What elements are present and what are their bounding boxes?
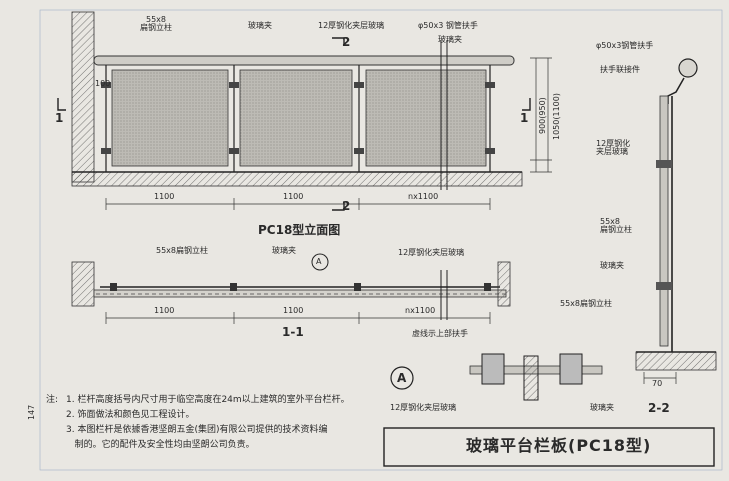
height-dim-3: 100 xyxy=(95,79,111,88)
clamp xyxy=(354,82,364,88)
clamp xyxy=(101,148,111,154)
floor-slab xyxy=(71,171,523,187)
detail-a-label-post: 55x8扁钢立柱 xyxy=(560,299,613,308)
detail-a-label-glass: 12厚钢化夹层玻璃 xyxy=(390,403,457,412)
note-2: 2. 饰面做法和颜色见工程设计。 xyxy=(66,410,195,420)
detail-a-clamp xyxy=(481,353,505,385)
handrail-section xyxy=(678,58,698,78)
plan-marker-a: A xyxy=(316,257,322,266)
elevation-title: PC18型立面图 xyxy=(258,223,341,237)
section-floor xyxy=(635,351,717,371)
height-dim-2: 900(950) xyxy=(538,97,547,134)
label-glass: 12厚钢化夹层玻璃 xyxy=(318,21,385,30)
glass-panel xyxy=(365,69,487,167)
plan-label-post: 55x8扁钢立柱 xyxy=(156,246,209,255)
dim-2: 1100 xyxy=(283,192,304,201)
section-mark-1r: 1 xyxy=(520,111,529,125)
detail-marker-a xyxy=(311,253,329,271)
plan-title: 1-1 xyxy=(282,325,304,339)
s22-dim: 70 xyxy=(652,379,663,388)
plan-label-dashed: 虚线示上部扶手 xyxy=(412,329,468,338)
clamp xyxy=(229,148,239,154)
detail-a-label-clamp: 玻璃夹 xyxy=(590,403,614,412)
plan-wall xyxy=(71,261,95,307)
note-4: 制的。它的配件及安全性均由坚朗公司负责。 xyxy=(66,440,255,450)
label-handrail: φ50x3 钢管扶手 xyxy=(418,21,478,30)
plan-post xyxy=(110,283,117,291)
detail-a-marker: A xyxy=(397,371,407,385)
detail-a-clamp xyxy=(559,353,583,385)
height-dim-1: 1050(1100) xyxy=(552,93,561,140)
plan-dim-3: nx1100 xyxy=(405,306,436,315)
section-glass xyxy=(659,95,669,347)
notes-prefix: 注: xyxy=(46,395,59,405)
label-post: 55x8 扁钢立柱 xyxy=(140,15,172,32)
s22-label-connector: 扶手联接件 xyxy=(600,65,640,74)
plan-wall xyxy=(497,261,511,307)
section-2-2 xyxy=(635,58,717,384)
plan-post xyxy=(354,283,361,291)
s22-label-handrail: φ50x3钢管扶手 xyxy=(596,41,654,50)
section-mark-1l: 1 xyxy=(55,111,64,125)
clamp xyxy=(229,82,239,88)
note-3: 3. 本图栏杆是依據香港坚朗五金(集团)有限公司提供的技术资料编 xyxy=(66,425,328,435)
left-wall xyxy=(71,11,95,183)
plan-post xyxy=(230,283,237,291)
title-block-text: 玻璃平台栏板(PC18型) xyxy=(466,436,652,455)
section-mark-2t: 2 xyxy=(342,35,351,49)
label-clamp: 玻璃夹 xyxy=(248,21,272,30)
clamp xyxy=(354,148,364,154)
label-clamp-2: 玻璃夹 xyxy=(438,35,462,44)
page-number: 147 xyxy=(27,404,36,420)
plan-dim-2: 1100 xyxy=(283,306,304,315)
s22-label-glass: 12厚钢化 夹层玻璃 xyxy=(596,139,631,156)
plan-dim-1: 1100 xyxy=(154,306,175,315)
handrail-bar xyxy=(93,55,515,66)
note-1: 1. 栏杆高度括号内尺寸用于临空高度在24m以上建筑的室外平台栏杆。 xyxy=(66,395,350,405)
plan-slab xyxy=(93,289,507,298)
detail-a xyxy=(390,353,603,401)
glass-panel xyxy=(111,69,229,167)
dim-3: nx1100 xyxy=(408,192,439,201)
plan-label-clamp: 玻璃夹 xyxy=(272,246,296,255)
clamp xyxy=(101,82,111,88)
title-block xyxy=(383,427,715,467)
s22-title: 2-2 xyxy=(648,401,670,415)
s22-label-post: 55x8 扁钢立柱 xyxy=(600,217,632,234)
detail-marker-a-large xyxy=(390,366,414,390)
plan-post xyxy=(484,283,491,291)
s22-label-clamp: 玻璃夹 xyxy=(600,261,624,270)
glass-panel xyxy=(239,69,353,167)
clamp xyxy=(485,82,495,88)
detail-a-post xyxy=(523,355,539,401)
elevation-view xyxy=(57,11,552,211)
plan-label-glass: 12厚钢化夹层玻璃 xyxy=(398,248,465,257)
plan-view xyxy=(71,253,511,324)
section-mark-2b: 2 xyxy=(342,199,351,213)
clamp xyxy=(485,148,495,154)
sheet-frame xyxy=(39,9,723,471)
dim-1: 1100 xyxy=(154,192,175,201)
